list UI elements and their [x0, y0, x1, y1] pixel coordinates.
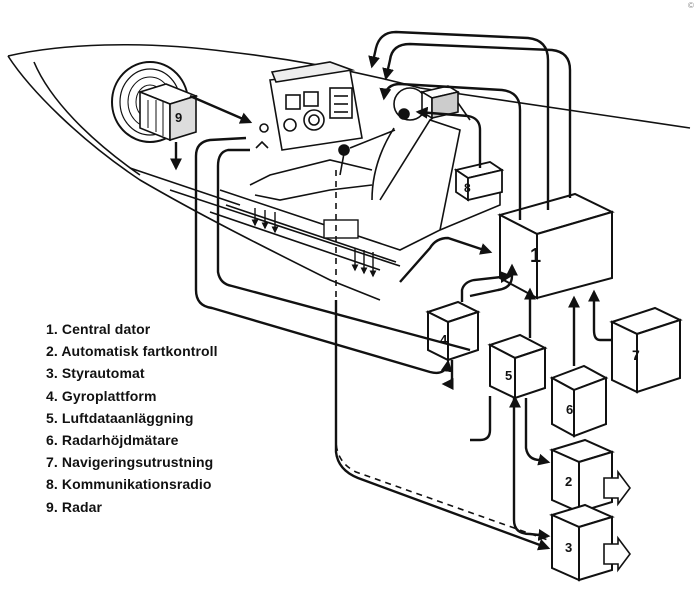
corner-mark: © [688, 1, 694, 10]
box-2 [549, 438, 631, 514]
box-3 [549, 503, 631, 582]
box-7-label: 7 [632, 347, 640, 363]
box-5 [487, 333, 548, 400]
box-6 [549, 364, 609, 438]
instrument-panel [255, 61, 363, 151]
legend: 1. Central dator 2. Automatisk fartkontr… [46, 318, 218, 518]
box-3-label: 3 [565, 540, 572, 555]
box-9-label: 9 [175, 110, 182, 125]
legend-item: 6. Radarhöjdmätare [46, 432, 179, 449]
legend-item: 1. Central dator [46, 321, 151, 337]
box-1-label: 1 [530, 245, 541, 267]
box-1 [497, 192, 615, 300]
aircraft-fuselage [7, 43, 691, 301]
box-4 [425, 300, 481, 362]
box-5-label: 5 [505, 368, 512, 383]
legend-item: 7. Navigeringsutrustning [46, 454, 214, 471]
legend-item: 2. Automatisk fartkontroll [46, 343, 218, 360]
under-floor-box [323, 219, 359, 239]
signal-lines [170, 30, 612, 551]
legend-item: 4. Gyroplattform [46, 387, 157, 404]
legend-item: 9. Radar [46, 498, 103, 515]
box-4-label: 4 [440, 332, 448, 347]
radar-unit [111, 61, 199, 143]
box-6-label: 6 [566, 402, 573, 417]
actuator-arrows-left [251, 208, 377, 278]
legend-item: 8. Kommunikationsradio [46, 476, 212, 493]
box-8-label: 8 [464, 181, 471, 195]
legend-item: 5. Luftdataanläggning [46, 409, 194, 426]
box-7 [609, 306, 683, 394]
box-8 [453, 161, 505, 202]
legend-item: 3. Styrautomat [46, 365, 145, 382]
box-2-label: 2 [565, 474, 572, 489]
